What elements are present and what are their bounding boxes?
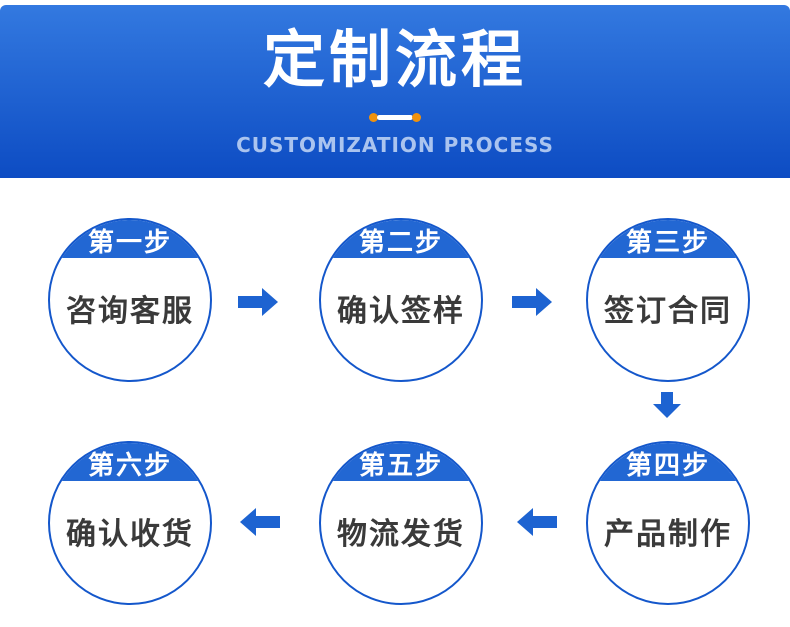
arrow-head — [536, 288, 552, 316]
step-circle-2: 第二步 确认签样 — [319, 218, 483, 382]
page-title: 定制流程 — [262, 23, 527, 96]
arrow-head — [653, 404, 681, 418]
header-banner: 定制流程 CUSTOMIZATION PROCESS — [0, 5, 790, 178]
arrow-shaft — [531, 516, 557, 528]
arrow-right-icon — [238, 288, 278, 316]
step-badge: 第二步 — [321, 220, 481, 258]
divider-dot-icon — [412, 113, 421, 122]
arrow-shaft — [254, 516, 280, 528]
step-circle-5: 第五步 物流发货 — [319, 441, 483, 605]
arrow-shaft — [661, 392, 673, 404]
step-badge: 第三步 — [588, 220, 748, 258]
step-label: 咨询客服 — [66, 294, 194, 329]
divider-bar — [377, 115, 413, 120]
arrow-down-icon — [653, 392, 681, 418]
step-label: 确认签样 — [337, 294, 465, 329]
arrow-shaft — [238, 296, 264, 308]
step-label: 物流发货 — [337, 517, 465, 552]
step-badge: 第五步 — [321, 443, 481, 481]
step-label: 确认收货 — [66, 517, 194, 552]
arrow-head — [262, 288, 278, 316]
arrow-shaft — [512, 296, 538, 308]
step-label: 产品制作 — [604, 517, 732, 552]
step-badge: 第四步 — [588, 443, 748, 481]
step-circle-3: 第三步 签订合同 — [586, 218, 750, 382]
arrow-head — [240, 508, 256, 536]
arrow-left-icon — [240, 508, 280, 536]
step-label: 签订合同 — [604, 294, 732, 329]
arrow-head — [517, 508, 533, 536]
step-circle-6: 第六步 确认收货 — [48, 441, 212, 605]
step-badge: 第六步 — [50, 443, 210, 481]
step-circle-1: 第一步 咨询客服 — [48, 218, 212, 382]
title-divider — [369, 113, 421, 122]
step-badge: 第一步 — [50, 220, 210, 258]
page-subtitle: CUSTOMIZATION PROCESS — [236, 133, 554, 157]
step-circle-4: 第四步 产品制作 — [586, 441, 750, 605]
arrow-right-icon — [512, 288, 552, 316]
arrow-left-icon — [517, 508, 557, 536]
divider-dot-icon — [369, 113, 378, 122]
